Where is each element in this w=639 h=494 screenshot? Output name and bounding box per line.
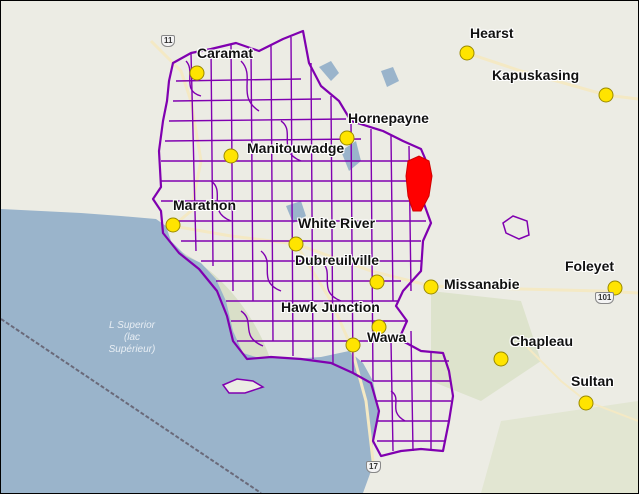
town-marker-dubreuilville[interactable] (369, 274, 385, 290)
town-marker-caramat[interactable] (189, 65, 205, 81)
town-marker-hornepayne[interactable] (339, 130, 355, 146)
town-marker-hearst[interactable] (459, 45, 475, 61)
road (172, 224, 638, 295)
island (221, 378, 265, 394)
road (149, 39, 203, 228)
small-lake (381, 67, 399, 87)
town-marker-sultan[interactable] (578, 395, 594, 411)
town-label-hornepayne[interactable]: Hornepayne (348, 110, 429, 126)
town-marker-wawa[interactable] (345, 337, 361, 353)
route-shield-icon: 17 (366, 461, 381, 473)
lake-label-line3: Supérieur) (108, 344, 156, 355)
town-marker-chapleau[interactable] (493, 351, 509, 367)
route-shield-icon: 101 (595, 292, 615, 304)
border-line (1, 318, 262, 493)
lake-label-line1: L Superior (109, 320, 155, 331)
highlighted-township[interactable] (405, 155, 433, 212)
forest-area (481, 401, 638, 493)
town-marker-foleyet[interactable] (607, 280, 623, 296)
town-label-caramat[interactable]: Caramat (197, 45, 254, 61)
lake-superior (1, 209, 379, 493)
town-label-hearst[interactable]: Hearst (470, 25, 514, 41)
lake-label-line2: (lac (123, 332, 141, 343)
town-marker-white-river[interactable] (288, 236, 304, 252)
town-label-kapuskasing[interactable]: Kapuskasing (492, 67, 580, 83)
island (502, 215, 530, 240)
town-label-white-river[interactable]: White River (298, 215, 376, 231)
town-marker-marathon[interactable] (165, 217, 181, 233)
lake-superior-label: L Superior (lac Supérieur) (97, 320, 167, 356)
town-label-marathon[interactable]: Marathon (173, 197, 236, 213)
road (520, 340, 638, 422)
town-label-foleyet[interactable]: Foleyet (565, 258, 615, 274)
town-label-hawk-junction[interactable]: Hawk Junction (281, 299, 380, 315)
road (466, 51, 638, 101)
town-label-manitouwadge[interactable]: Manitouwadge (247, 140, 345, 156)
town-marker-missanabie[interactable] (423, 279, 439, 295)
town-label-dubreuilville[interactable]: Dubreuilville (295, 252, 380, 268)
town-label-wawa[interactable]: Wawa (367, 329, 407, 345)
town-marker-hawk-junction[interactable] (371, 319, 387, 335)
town-label-sultan[interactable]: Sultan (571, 373, 614, 389)
small-lake (319, 61, 339, 81)
district-boundary (151, 29, 455, 458)
forest-area (431, 291, 541, 401)
town-label-missanabie[interactable]: Missanabie (444, 276, 520, 292)
town-marker-kapuskasing[interactable] (598, 87, 614, 103)
small-lake (286, 201, 306, 223)
route-shield-icon: 11 (161, 35, 176, 47)
town-label-chapleau[interactable]: Chapleau (510, 333, 574, 349)
town-marker-manitouwadge[interactable] (223, 148, 239, 164)
town-markers (165, 45, 623, 411)
